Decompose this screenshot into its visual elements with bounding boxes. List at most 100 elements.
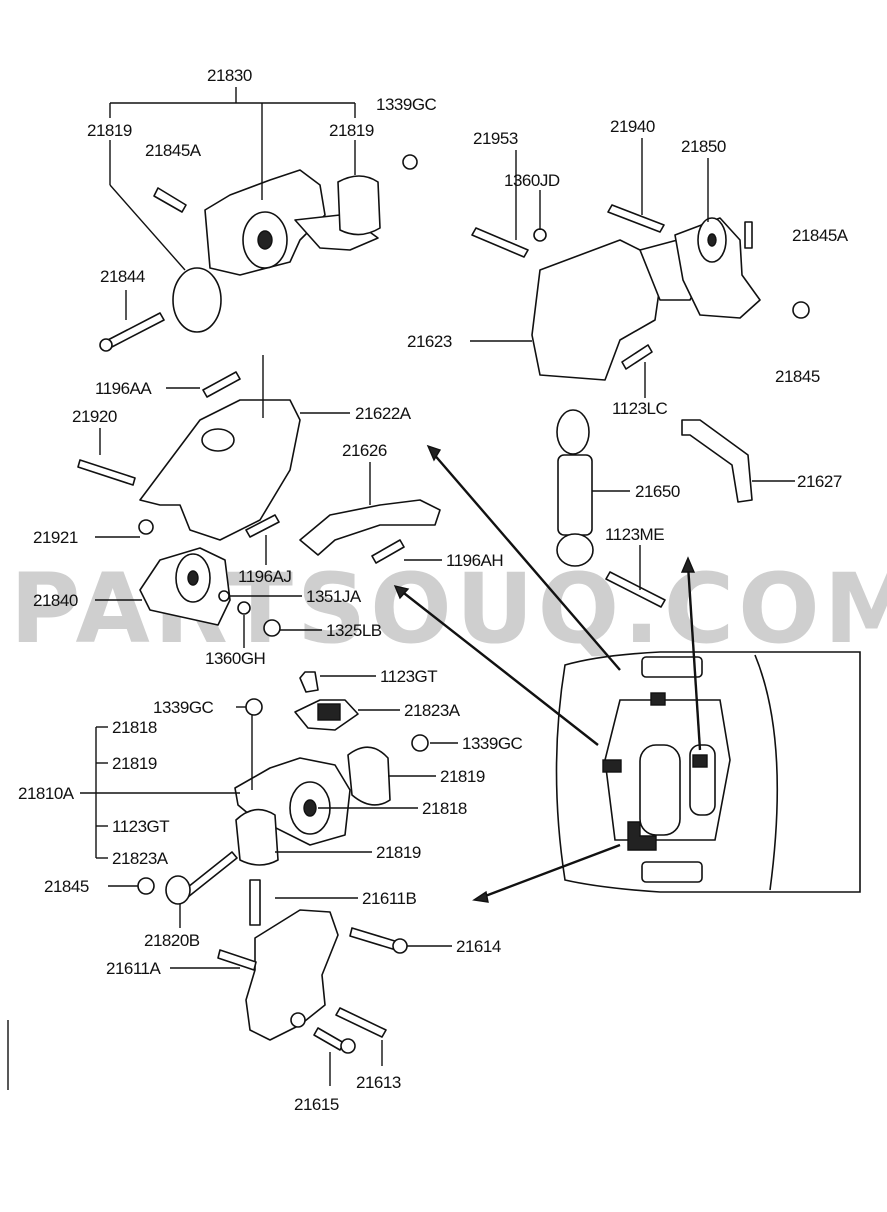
arrow-head-21650: [680, 556, 696, 573]
vehicle-layout: [555, 651, 861, 893]
leaders-middle-left: [95, 355, 442, 648]
nut-21845-b: [137, 877, 155, 895]
bolt-21845A-top: [153, 187, 187, 213]
washer-1360GH: [237, 601, 251, 615]
label-1123GT-b: 1123GT: [112, 817, 169, 836]
vehicle-bumper-bottom: [641, 861, 703, 883]
reference-arrows: [393, 444, 702, 903]
label-21820B: 21820B: [144, 931, 200, 950]
bracket-21622A: [139, 399, 301, 541]
callout-labels: 21830 21819 21845A 21819 1339GC 21844 21…: [18, 66, 849, 1114]
plate-21819-r: [347, 746, 391, 806]
nut-1325LB: [263, 619, 281, 637]
rod-21650-body: [557, 454, 593, 536]
bolt-21920: [77, 459, 136, 486]
leaders-bottom: [170, 897, 452, 1086]
vehicle-mount-marker-top: [650, 692, 666, 706]
plate-21819-right: [337, 175, 381, 236]
label-21819-a: 21819: [112, 754, 157, 773]
rod-21650-bottom-bushing: [556, 533, 594, 567]
label-21623: 21623: [407, 332, 452, 351]
label-21818-r: 21818: [422, 799, 467, 818]
label-21810A: 21810A: [18, 784, 75, 803]
label-21844: 21844: [100, 267, 145, 286]
label-21650: 21650: [635, 482, 680, 501]
label-21845A-tl: 21845A: [145, 141, 202, 160]
bolt-21845A-right: [744, 221, 753, 249]
bolt-21940: [607, 204, 665, 233]
label-21953: 21953: [473, 129, 518, 148]
arrow-head-21626: [393, 585, 410, 600]
bolt-1123LC: [621, 344, 653, 370]
leaders-top-left: [109, 87, 356, 320]
bolt-21953: [471, 227, 529, 258]
mount-21840-group: [139, 547, 281, 637]
label-21819-r: 21819: [440, 767, 485, 786]
bolt-21921: [138, 519, 154, 535]
vehicle-engine: [639, 744, 681, 836]
vehicle-bumper-top: [641, 656, 703, 678]
bracket-21623: [531, 239, 661, 381]
nut-1339GC-top: [402, 154, 418, 170]
label-21615: 21615: [294, 1095, 339, 1114]
label-1196AA: 1196AA: [95, 379, 152, 398]
bolt-1123GT-top: [299, 671, 319, 693]
bolt-21615-head: [340, 1038, 356, 1054]
rod-21650-top-bushing: [556, 409, 590, 455]
mount-21850-core: [707, 233, 717, 247]
leaders-rod: [592, 480, 795, 590]
stud-21611B: [249, 879, 261, 926]
vehicle-mount-marker-left: [602, 759, 622, 773]
label-21819-tl: 21819: [87, 121, 132, 140]
label-21845A-r: 21845A: [792, 226, 849, 245]
label-21940: 21940: [610, 117, 655, 136]
bolt-21614: [349, 927, 399, 951]
vehicle-windshield: [754, 654, 779, 891]
label-21845-b: 21845: [44, 877, 89, 896]
bolt-21844: [103, 312, 165, 350]
bolt-21615: [313, 1027, 345, 1051]
arrow-to-21626: [399, 589, 599, 746]
bracket-21823A-block: [317, 703, 341, 721]
label-1123ME: 1123ME: [605, 525, 664, 544]
vehicle-transmission: [689, 744, 716, 816]
leader-21819-left-b: [109, 184, 186, 271]
bolt-21613: [335, 1007, 387, 1038]
arrow-to-21611: [479, 843, 621, 900]
mount-21810A-core: [303, 799, 317, 817]
label-21611B: 21611B: [362, 889, 417, 908]
label-21622A: 21622A: [355, 404, 412, 423]
nut-1339GC-mid: [245, 698, 263, 716]
label-1196AH: 1196AH: [446, 551, 503, 570]
label-21626: 21626: [342, 441, 387, 460]
bracket-21611A: [245, 909, 339, 1041]
bolt-21844-head: [99, 338, 113, 352]
bracket-21622A-hole: [201, 428, 235, 452]
label-21920: 21920: [72, 407, 117, 426]
nut-21845-right: [792, 301, 810, 319]
vehicle-mount-marker-bottom: [627, 821, 657, 851]
vehicle-mount-marker-right: [692, 754, 708, 768]
arrow-to-21650: [686, 564, 702, 751]
label-21921: 21921: [33, 528, 78, 547]
label-21819-r2: 21819: [376, 843, 421, 862]
label-21830: 21830: [207, 66, 252, 85]
bolt-1196AA: [202, 371, 241, 398]
arrow-to-21622A: [431, 451, 621, 671]
label-21845-r: 21845: [775, 367, 820, 386]
washer-1351JA: [218, 590, 230, 602]
nut-1339GC-right: [411, 734, 429, 752]
label-1351JA: 1351JA: [306, 587, 362, 606]
arrow-head-21611: [472, 890, 489, 903]
label-1196AJ: 1196AJ: [238, 567, 291, 586]
mount-21830-bushing-core: [257, 230, 273, 250]
washer-1360JD: [533, 228, 547, 242]
arrow-head-21622A: [426, 444, 442, 462]
stay-21626: [299, 499, 441, 556]
bolt-1196AH: [371, 539, 405, 564]
plate-21819-left: [172, 267, 222, 333]
bracket-21611A-stud: [217, 949, 257, 971]
label-1360GH: 1360GH: [205, 649, 265, 668]
plate-21819-r2: [235, 808, 279, 866]
